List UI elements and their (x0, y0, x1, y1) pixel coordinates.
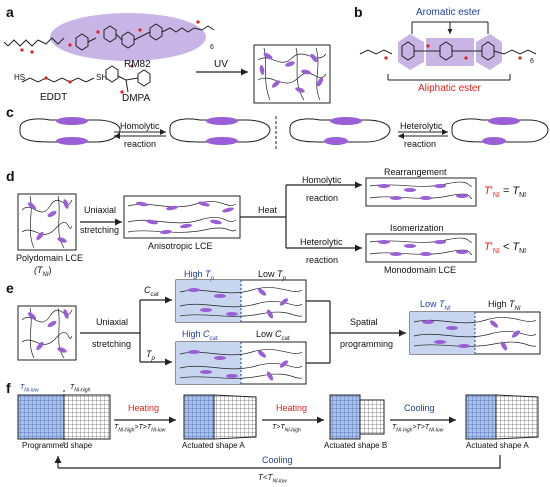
eddt-sh-left: HS (14, 73, 26, 82)
panel-label-d: d (6, 168, 15, 184)
e-low-ccat: Low Ccat (256, 329, 290, 342)
c-heterolytic-reaction: reaction (404, 139, 437, 149)
aromatic-ester-label: Aromatic ester (416, 7, 481, 18)
e-tp: Tp (146, 349, 155, 362)
e-programming: programming (340, 339, 394, 349)
panel-f-graphic (17, 390, 539, 469)
d-homolytic: Homolytic (302, 175, 342, 185)
d-polydomain-tni: (TNI) (34, 265, 52, 278)
eddt-sh-right: SH (96, 73, 108, 82)
f-programmed-shape: Programmed shape (22, 441, 93, 450)
d-heat: Heat (258, 205, 278, 215)
f-heating-1: Heating (128, 403, 160, 413)
rm82-highlight (50, 13, 206, 61)
e-stretching: stretching (92, 339, 132, 349)
d-eq-equal: T'NI = TNI (484, 185, 527, 200)
f-cond-1: TNI-high>T>TNI-low (114, 424, 166, 434)
dmpa-label: DMPA (122, 93, 151, 104)
b-n: 6 (530, 58, 534, 65)
e-spatial: Spatial (350, 317, 378, 327)
d-polydomain: Polydomain LCE (16, 253, 84, 263)
f-tni-high: TNI-high (70, 384, 91, 394)
c-homolytic: Homolytic (120, 121, 160, 131)
panel-label-e: e (6, 280, 14, 296)
d-heterolytic-reaction: reaction (306, 255, 339, 265)
uv-label: UV (214, 59, 228, 70)
d-anisotropic: Anisotropic LCE (148, 241, 213, 251)
panel-label-b: b (354, 4, 363, 20)
d-homolytic-reaction: reaction (306, 193, 339, 203)
panel-c-graphic (19, 116, 549, 150)
f-tni-low: TNI-low (20, 384, 39, 394)
e-high-ccat: High Ccat (182, 329, 218, 342)
d-uniaxial: Uniaxial (84, 205, 117, 215)
d-heterolytic: Heterolytic (300, 237, 343, 247)
d-stretching: stretching (80, 225, 120, 235)
eddt-label: EDDT (40, 92, 68, 103)
rm82-n: 6 (210, 44, 214, 51)
f-heating-2: Heating (276, 403, 308, 413)
e-high-tp: High Tp (184, 269, 214, 282)
f-cond-2: T>TNI-high (272, 424, 301, 434)
panel-d-graphic (17, 177, 477, 263)
e-low-tni: Low TNI (420, 299, 451, 312)
e-ccat: Ccat (144, 285, 159, 298)
c-heterolytic: Heterolytic (400, 121, 443, 131)
panel-label-c: c (6, 104, 14, 120)
c-homolytic-reaction: reaction (124, 139, 157, 149)
f-cooling-2: Cooling (262, 455, 293, 465)
f-actuated-a-1: Actuated shape A (182, 441, 245, 450)
panel-label-a: a (6, 4, 14, 20)
e-high-tni: High TNI (488, 299, 521, 312)
f-cond-3: TNI-high>T>TNI-low (392, 424, 444, 434)
d-rearrangement: Rearrangement (384, 167, 447, 177)
panel-a-graphic (3, 13, 331, 104)
aliphatic-ester-label: Aliphatic ester (418, 83, 481, 94)
f-cond-4: T<TNI-low (258, 473, 287, 485)
f-actuated-b: Actuated shape B (324, 441, 388, 450)
d-isomerization: Isomerization (390, 223, 444, 233)
d-eq-less: T'NI < TNI (484, 241, 527, 256)
panel-b-graphic (359, 21, 537, 81)
f-actuated-a-2: Actuated shape A (466, 441, 529, 450)
panel-e-graphic (17, 279, 541, 385)
rm82-label: RM82 (124, 59, 151, 70)
e-uniaxial: Uniaxial (96, 317, 129, 327)
d-monodomain: Monodomain LCE (384, 265, 457, 275)
e-low-tp: Low Tp (258, 269, 286, 282)
panel-label-f: f (6, 380, 11, 396)
f-cooling-1: Cooling (404, 403, 435, 413)
